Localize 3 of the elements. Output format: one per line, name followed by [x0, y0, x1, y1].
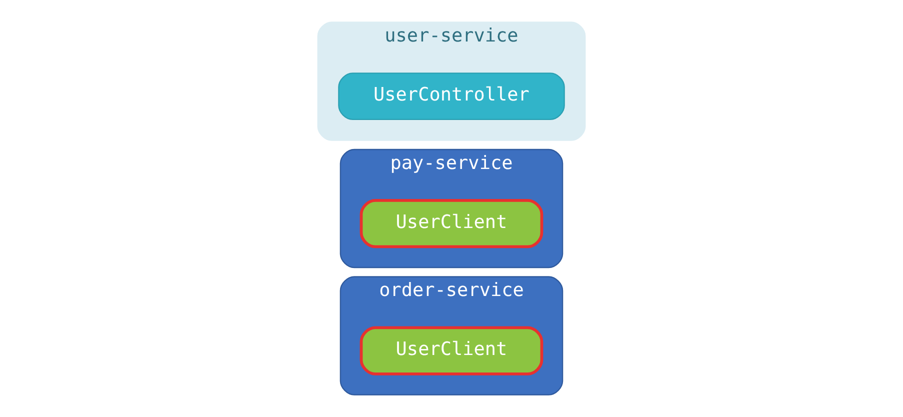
node-box: UserController	[338, 72, 565, 120]
node-box: UserClient	[360, 198, 544, 248]
node-box: UserClient	[360, 326, 544, 376]
